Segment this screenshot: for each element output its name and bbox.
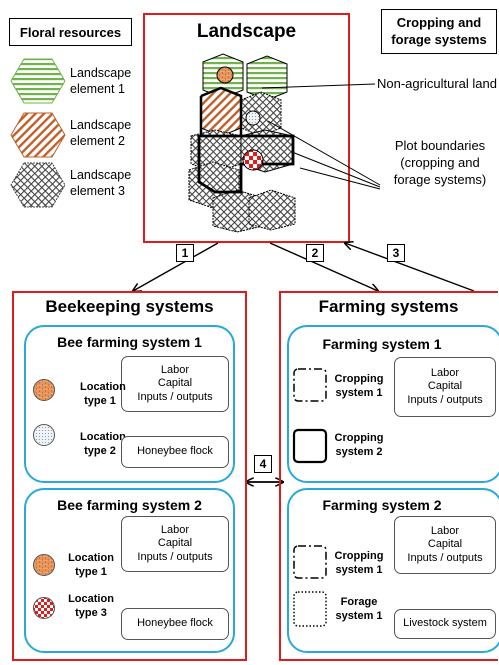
landscape-element-3-label: Landscape element 3 bbox=[70, 168, 132, 198]
landscape-element-1-label: Landscape element 1 bbox=[70, 66, 132, 96]
bee-system-2-honeybee-flock: Honeybee flock bbox=[121, 608, 229, 640]
cropping-system-1-symbol-fs2 bbox=[293, 545, 327, 579]
farming-title: Farming systems bbox=[318, 297, 459, 316]
non-agricultural-land-label: Non-agricultural land bbox=[377, 76, 497, 91]
cropping-forage-title-line2: forage systems bbox=[391, 31, 487, 47]
cropping-system-2-symbol bbox=[292, 428, 328, 464]
livestock-system: Livestock system bbox=[394, 609, 496, 639]
landscape-element-3-swatch bbox=[10, 162, 66, 208]
arrow-3-label: 3 bbox=[387, 244, 405, 262]
landscape-element-2-label: Landscape element 2 bbox=[70, 118, 132, 148]
plot-boundaries-label: Plot boundaries (cropping and forage sys… bbox=[393, 138, 487, 187]
arrow-2-label: 2 bbox=[306, 244, 324, 262]
floral-resources-title: Floral resources bbox=[19, 24, 122, 40]
beekeeping-panel bbox=[12, 291, 247, 661]
bee-farming-system-1-title: Bee farming system 1 bbox=[57, 334, 202, 350]
cropping-forage-title-line1: Cropping and bbox=[396, 14, 482, 30]
landscape-title: Landscape bbox=[196, 21, 297, 42]
farming-system-2-title: Farming system 2 bbox=[322, 497, 442, 513]
landscape-element-1-swatch bbox=[10, 58, 66, 104]
cropping-system-1-symbol bbox=[293, 368, 327, 402]
arrow-4-label: 4 bbox=[254, 455, 272, 473]
floral-resources-title-box: Floral resources bbox=[9, 18, 132, 46]
farming-system-1-resources: Labor Capital Inputs / outputs bbox=[394, 357, 496, 417]
arrow-1-label: 1 bbox=[176, 244, 194, 262]
cropping-forage-title-box: Cropping and forage systems bbox=[381, 9, 497, 54]
landscape-map bbox=[188, 53, 296, 233]
bee-system-2-resources: Labor Capital Inputs / outputs bbox=[121, 516, 229, 572]
farming-system-1-title: Farming system 1 bbox=[322, 336, 442, 352]
bee-system-1-honeybee-flock: Honeybee flock bbox=[121, 436, 229, 468]
bee-system-1-resources: Labor Capital Inputs / outputs bbox=[121, 356, 229, 412]
farming-panel bbox=[279, 291, 498, 661]
location-type-1-marker bbox=[33, 379, 55, 401]
location-type-1-marker-system-2 bbox=[33, 554, 55, 576]
landscape-element-2-swatch bbox=[10, 112, 66, 158]
location-type-3-marker bbox=[33, 597, 55, 619]
landscape-panel bbox=[143, 13, 350, 243]
farming-system-2-resources: Labor Capital Inputs / outputs bbox=[394, 516, 496, 574]
forage-system-1-symbol bbox=[293, 591, 327, 627]
bee-farming-system-2-title: Bee farming system 2 bbox=[57, 497, 202, 513]
location-type-2-marker bbox=[33, 424, 55, 446]
beekeeping-title: Beekeeping systems bbox=[45, 297, 214, 316]
